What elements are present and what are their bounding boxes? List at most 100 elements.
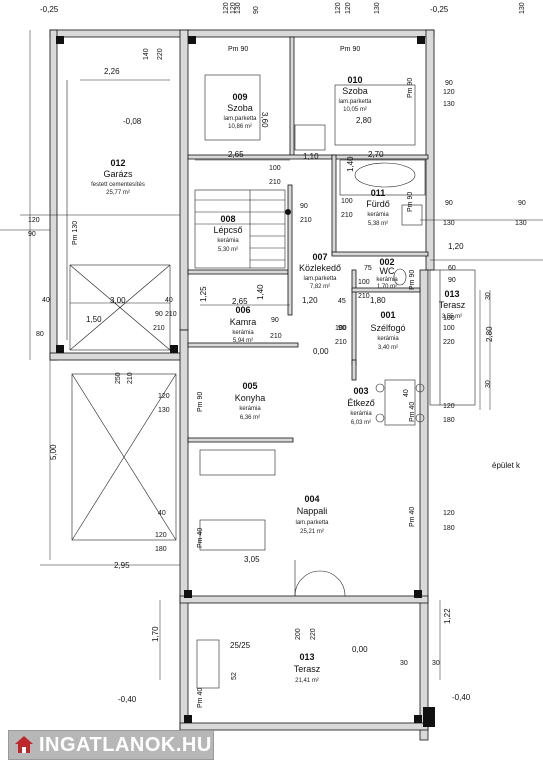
- svg-text:210: 210: [300, 217, 312, 224]
- svg-text:120: 120: [443, 403, 455, 410]
- svg-text:90: 90: [253, 6, 260, 14]
- svg-text:130: 130: [443, 220, 455, 227]
- svg-text:90: 90: [28, 231, 36, 238]
- room-label-kitchen: 005 Konyha kerámia 6,36 m²: [235, 381, 266, 421]
- svg-text:40: 40: [403, 389, 410, 397]
- svg-text:001: 001: [380, 310, 395, 320]
- svg-text:180: 180: [443, 525, 455, 532]
- house-walls: [179, 29, 435, 741]
- svg-text:lam.parketta: lam.parketta: [223, 116, 257, 122]
- svg-text:90: 90: [300, 203, 308, 210]
- svg-text:Nappali: Nappali: [297, 506, 328, 516]
- svg-text:1,70: 1,70: [151, 626, 160, 642]
- svg-text:Pm 90: Pm 90: [407, 192, 414, 212]
- room-label-corridor: 007 Közlekedő lam.parketta 7,82 m²: [299, 252, 341, 290]
- svg-text:40: 40: [158, 510, 166, 517]
- svg-text:kerámia: kerámia: [232, 330, 254, 336]
- svg-text:Közlekedő: Közlekedő: [299, 263, 341, 273]
- svg-text:Kamra: Kamra: [230, 317, 257, 327]
- svg-text:130: 130: [515, 220, 527, 227]
- svg-text:5,38 m²: 5,38 m²: [368, 221, 388, 227]
- svg-text:120: 120: [28, 217, 40, 224]
- room-label-dining: 003 Étkező kerámia 6,03 m²: [347, 386, 375, 426]
- room-label-pantry: 006 Kamra kerámia 5,94 m²: [230, 305, 257, 344]
- svg-text:120: 120: [443, 510, 455, 517]
- svg-text:6,03 m²: 6,03 m²: [351, 420, 371, 426]
- svg-text:40: 40: [42, 297, 50, 304]
- level-marks: -0,25 -0,25 -0,08 0,00 0,00 -0,40 -0,40: [40, 5, 471, 704]
- svg-text:210: 210: [165, 311, 177, 318]
- svg-text:120: 120: [335, 2, 342, 14]
- svg-text:90: 90: [271, 317, 279, 324]
- staircase: [194, 189, 291, 269]
- svg-text:30: 30: [432, 660, 440, 667]
- room-label-terrace-large: 013 Terasz 21,41 m²: [294, 652, 321, 684]
- room-label-living: 004 Nappali lam.parketta 25,21 m²: [295, 494, 329, 535]
- svg-text:2,65: 2,65: [228, 150, 244, 159]
- svg-text:Pm 130: Pm 130: [72, 221, 79, 245]
- svg-text:210: 210: [153, 325, 165, 332]
- svg-text:1,20: 1,20: [448, 242, 464, 251]
- svg-text:210: 210: [269, 179, 281, 186]
- svg-text:10,05 m²: 10,05 m²: [343, 107, 367, 113]
- svg-text:21,41 m²: 21,41 m²: [295, 678, 319, 684]
- svg-text:2,80: 2,80: [485, 326, 494, 342]
- svg-text:Terasz: Terasz: [294, 664, 321, 674]
- svg-text:200: 200: [295, 628, 302, 640]
- svg-text:45: 45: [338, 298, 346, 305]
- svg-text:Pm 90: Pm 90: [197, 392, 204, 412]
- room-label-terrace-small: 013 Terasz 3,55 m²: [439, 289, 466, 320]
- svg-text:008: 008: [220, 214, 235, 224]
- svg-text:1,40: 1,40: [256, 284, 265, 300]
- svg-text:3,00: 3,00: [110, 296, 126, 305]
- svg-text:-0,25: -0,25: [40, 5, 59, 14]
- svg-text:90: 90: [445, 80, 453, 87]
- svg-text:Szélfogó: Szélfogó: [370, 323, 405, 333]
- svg-text:130: 130: [235, 2, 242, 14]
- svg-text:Konyha: Konyha: [235, 393, 266, 403]
- svg-text:Szoba: Szoba: [342, 86, 368, 96]
- svg-text:Garázs: Garázs: [103, 169, 133, 179]
- svg-text:120: 120: [223, 2, 230, 14]
- svg-text:100: 100: [443, 315, 455, 322]
- svg-text:100: 100: [341, 198, 353, 205]
- svg-text:Pm 90: Pm 90: [340, 46, 360, 53]
- svg-text:220: 220: [157, 48, 164, 60]
- svg-text:kerámia: kerámia: [377, 336, 399, 342]
- svg-text:012: 012: [110, 158, 125, 168]
- svg-text:kerámia: kerámia: [376, 277, 398, 283]
- svg-text:2,26: 2,26: [104, 67, 120, 76]
- svg-text:Pm 90: Pm 90: [407, 78, 414, 98]
- svg-text:130: 130: [158, 407, 170, 414]
- svg-text:002: 002: [379, 257, 394, 267]
- svg-text:130: 130: [519, 2, 526, 14]
- svg-text:005: 005: [242, 381, 257, 391]
- svg-text:Pm 40: Pm 40: [409, 402, 416, 422]
- room-label-garage: 012 Garázs festett cementesítés 25,77 m²: [91, 158, 145, 196]
- svg-text:2,65: 2,65: [232, 297, 248, 306]
- wall-type-labels: Pm 90 Pm 90 Pm 130 Pm 90 Pm 90 Pm 90 Pm …: [72, 46, 521, 708]
- svg-text:100: 100: [269, 165, 281, 172]
- svg-text:75: 75: [364, 265, 372, 272]
- svg-text:210: 210: [335, 339, 347, 346]
- svg-text:180: 180: [155, 546, 167, 553]
- svg-text:210: 210: [127, 372, 134, 384]
- room-label-stairs: 008 Lépcső kerámia 5,30 m²: [213, 214, 242, 253]
- svg-text:013: 013: [299, 652, 314, 662]
- svg-text:1,70 m²: 1,70 m²: [377, 284, 397, 290]
- svg-text:90: 90: [338, 325, 346, 332]
- svg-text:30: 30: [485, 292, 492, 300]
- svg-text:0,00: 0,00: [313, 347, 329, 356]
- svg-text:5,94 m²: 5,94 m²: [233, 338, 253, 344]
- svg-text:120: 120: [155, 532, 167, 539]
- svg-text:5,30 m²: 5,30 m²: [218, 247, 238, 253]
- svg-text:25/25: 25/25: [230, 641, 251, 650]
- svg-text:Pm 40: Pm 40: [409, 507, 416, 527]
- terrace-step: [196, 639, 220, 689]
- svg-text:003: 003: [353, 386, 368, 396]
- dimension-texts: 2,26 3,60 2,65 1,10 2,80 2,70 1,40 1,20 …: [28, 2, 527, 680]
- svg-text:kerámia: kerámia: [367, 212, 389, 218]
- garage-walls: [49, 29, 191, 361]
- svg-text:90: 90: [518, 200, 526, 207]
